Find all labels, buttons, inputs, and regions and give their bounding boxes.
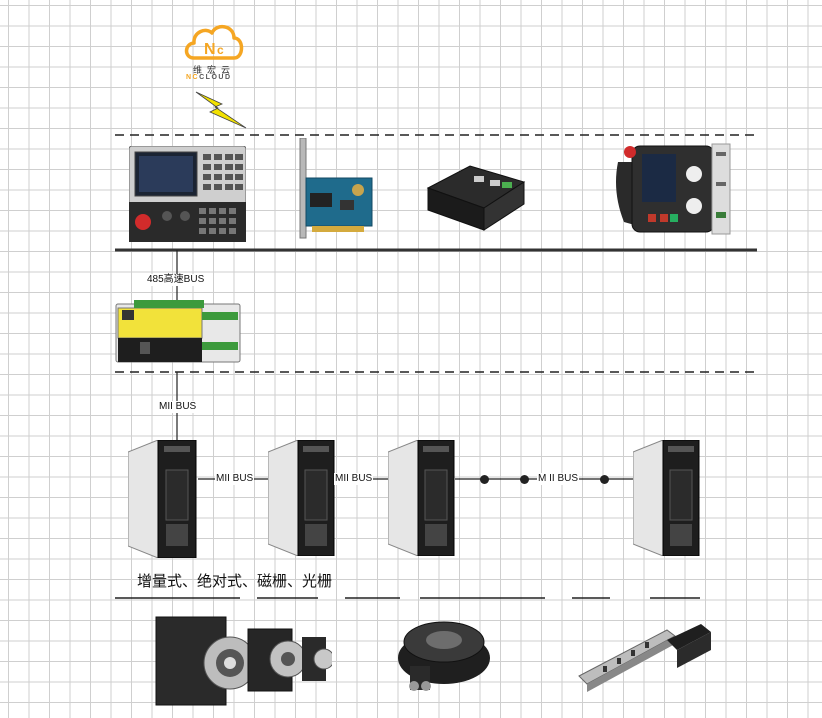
rotary-table-icon [398,621,490,691]
wireless-lightning-icon [195,91,247,129]
io-module-icon [115,300,241,363]
mii-bus-label-3: M II BUS [537,473,580,485]
svg-text:N: N [204,41,216,58]
mii-bus-label-2: MII BUS [334,473,374,485]
encoder-types-label: 增量式、绝对式、磁栅、光栅 [137,572,333,590]
ethernet-box-icon [426,165,526,231]
servo-drive-1-icon [128,440,197,558]
servo-motors-icon [155,616,332,706]
logo-name-cn: 维宏云 [193,65,236,75]
mii-bus-label-top: MII BUS [158,401,198,413]
servo-drive-2-icon [268,440,335,556]
continuation-dot-3 [600,475,609,484]
logo-name-en: NCCLOUD [186,74,232,81]
cnc-controller-icon [129,146,246,242]
logo-name-en-nc: NC [186,74,200,81]
bus-485-label: 485高速BUS [146,274,206,286]
nccloud-logo-icon: N c [184,25,244,60]
linear-scale-icon [578,624,711,692]
handheld-pendant-icon [616,143,731,235]
logo-name-en-cloud: CLOUD [199,74,232,81]
servo-drive-3-icon [388,440,455,556]
servo-drive-4-icon [633,440,700,556]
mii-bus-label-1: MII BUS [215,473,255,485]
svg-text:c: c [217,43,224,57]
continuation-dot-2 [520,475,529,484]
continuation-dot-1 [480,475,489,484]
pcie-card-icon [299,138,373,239]
